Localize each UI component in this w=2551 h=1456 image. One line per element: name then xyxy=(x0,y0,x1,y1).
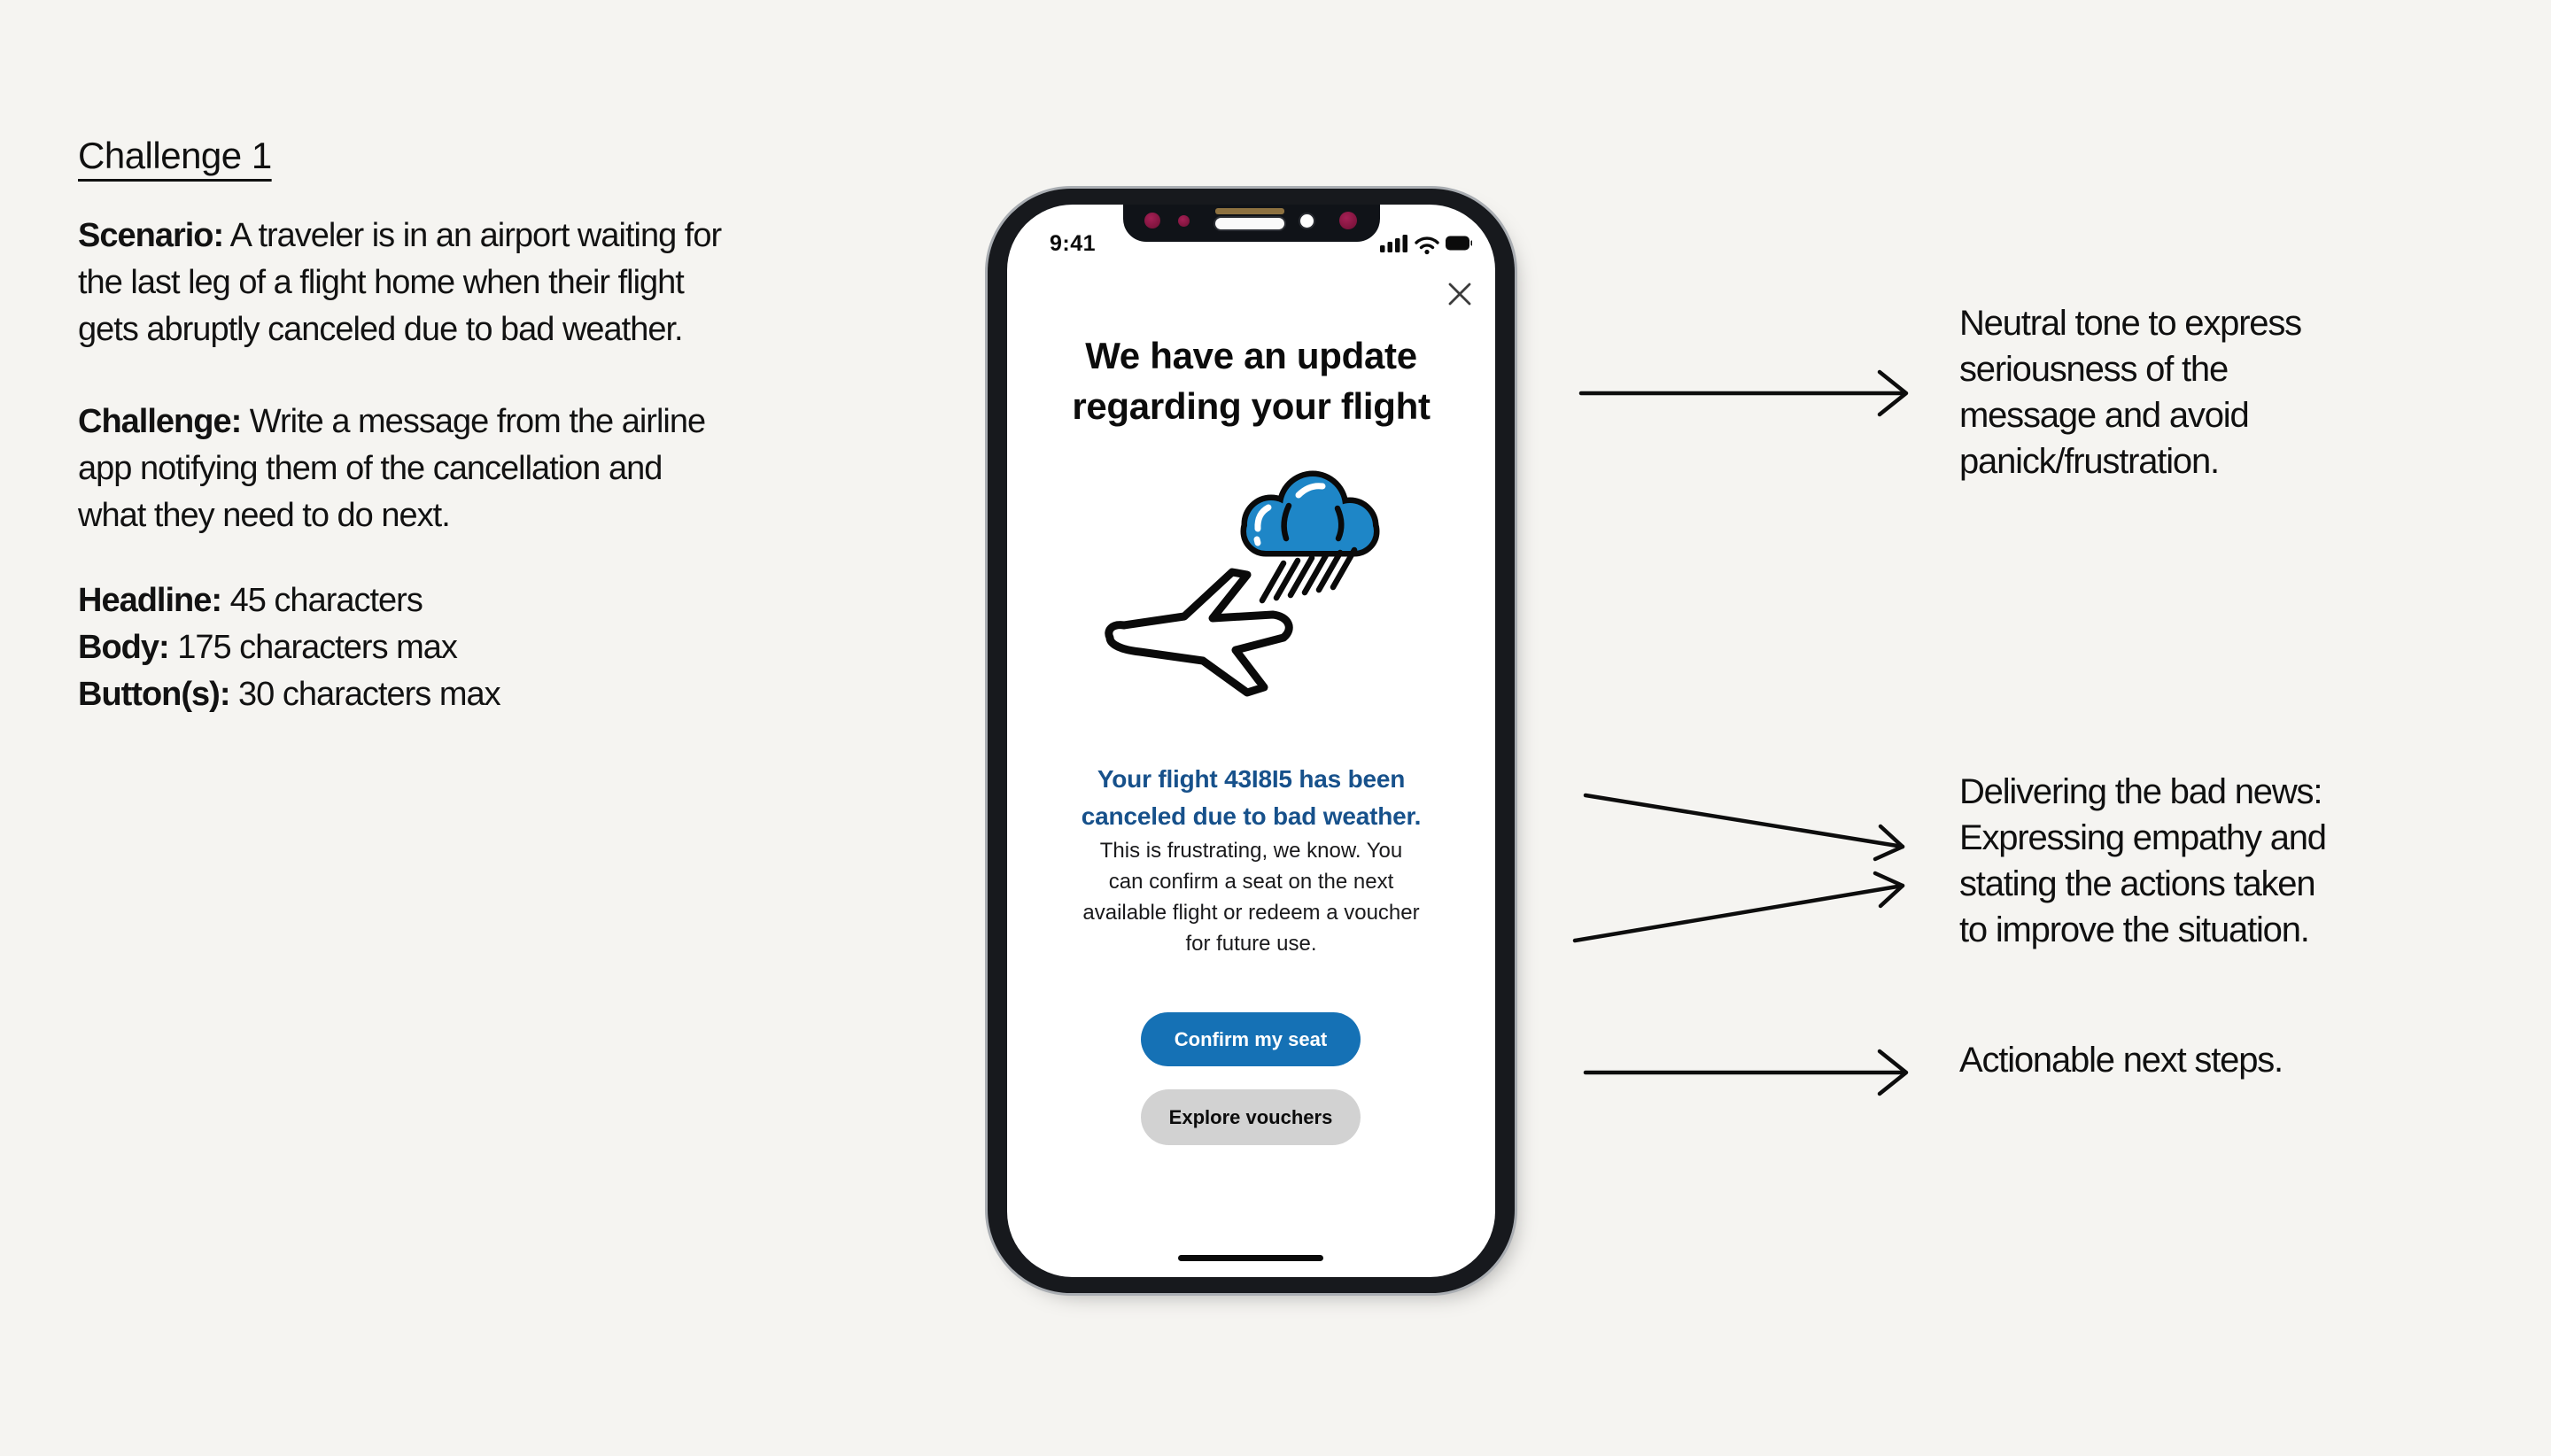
status-icons xyxy=(1380,235,1472,255)
scenario-label: Scenario: xyxy=(78,217,224,254)
close-button[interactable] xyxy=(1446,281,1473,307)
arrow-to-headline-note xyxy=(1578,369,1909,417)
phone-screen: 9:41 xyxy=(1007,205,1495,1277)
explore-vouchers-button[interactable]: Explore vouchers xyxy=(1141,1089,1361,1145)
confirm-seat-button[interactable]: Confirm my seat xyxy=(1141,1012,1361,1066)
signal-icon xyxy=(1380,235,1407,252)
close-icon xyxy=(1448,283,1471,306)
arrow-to-buttons-note xyxy=(1583,1049,1909,1096)
scenario-paragraph: Scenario: A traveler is in an airport wa… xyxy=(78,213,722,353)
annotation-next-steps: Actionable next steps. xyxy=(1959,1041,2283,1080)
earpiece-grille-icon xyxy=(1214,208,1284,214)
spec-buttons: Button(s): 30 characters max xyxy=(78,676,501,713)
annotation-bad-news: Delivering the bad news:Expressing empat… xyxy=(1959,772,2327,949)
camera-lens-icon xyxy=(1338,212,1357,229)
challenge-label: Challenge: xyxy=(78,403,242,440)
sensor-dot-icon xyxy=(1177,215,1190,227)
phone-mockup: 9:41 xyxy=(988,189,1515,1293)
home-indicator xyxy=(1178,1255,1323,1261)
rain-icon xyxy=(1259,546,1358,604)
rain-cloud-icon xyxy=(1240,470,1380,557)
challenge-paragraph: Challenge: Write a message from the airl… xyxy=(78,399,706,539)
speaker-icon xyxy=(1214,218,1284,229)
sensor-dot-icon xyxy=(1144,213,1160,228)
challenge-title: Challenge 1 xyxy=(78,135,272,176)
brief-panel: Challenge 1 Scenario: A traveler is in a… xyxy=(78,135,928,713)
notch xyxy=(1122,205,1380,242)
arrow-upper-to-badnews-note xyxy=(1583,793,1905,862)
wifi-icon xyxy=(1415,236,1439,250)
status-time: 9:41 xyxy=(1050,231,1097,256)
battery-icon xyxy=(1446,236,1472,251)
spec-list: Headline: 45 characters Body: 175 charac… xyxy=(78,577,501,718)
plane-under-rain-cloud-illustration xyxy=(1105,470,1380,697)
spec-headline: Headline: 45 characters xyxy=(78,582,423,619)
airplane-icon xyxy=(1105,568,1293,697)
camera-icon xyxy=(1299,214,1314,228)
arrow-lower-to-badnews-note xyxy=(1572,871,1905,943)
spec-body: Body: 175 characters max xyxy=(78,629,458,666)
